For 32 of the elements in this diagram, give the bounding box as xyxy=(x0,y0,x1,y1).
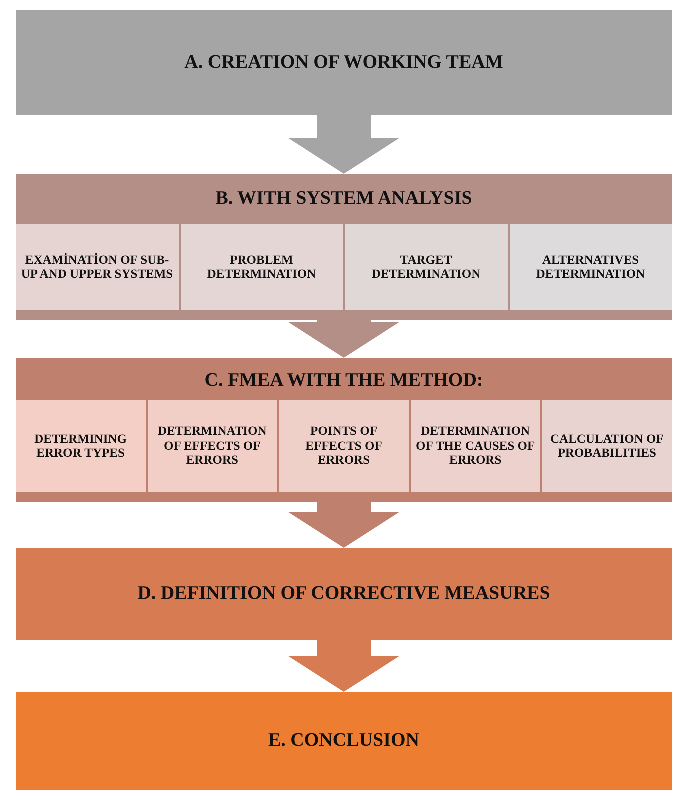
sub-step-box xyxy=(279,400,409,492)
step-title: D. DEFINITION OF CORRECTIVE MEASURES xyxy=(136,583,552,605)
sub-step-text: ALTERNATIVES DETERMINATION xyxy=(535,252,646,282)
block-arrow xyxy=(288,115,400,174)
sub-step-text: EXAMİNATİON OF SUB-UP AND UPPER SYSTEMS xyxy=(20,252,174,282)
block-arrow xyxy=(288,320,400,358)
step-band xyxy=(16,10,672,115)
step-title: C. FMEA WITH THE METHOD: xyxy=(204,370,484,392)
sub-step-box xyxy=(510,224,672,310)
step-band xyxy=(16,174,672,320)
sub-step-box xyxy=(542,400,672,492)
sub-step-text: DETERMINATION OF THE CAUSES OF ERRORS xyxy=(415,424,536,468)
sub-step-box xyxy=(16,224,178,310)
step-band xyxy=(16,692,672,790)
step-title: E. CONCLUSION xyxy=(268,730,420,752)
sub-step-box xyxy=(16,400,146,492)
sub-step-text: POINTS OF EFFECTS OF ERRORS xyxy=(304,424,384,468)
step-band xyxy=(16,358,672,502)
sub-step-text: DETERMINATION OF EFFECTS OF ERRORS xyxy=(156,424,268,468)
step-band xyxy=(16,548,672,640)
sub-step-box xyxy=(148,400,278,492)
sub-step-text: CALCULATION OF PROBABILITIES xyxy=(550,432,665,460)
step-title: B. WITH SYSTEM ANALYSIS xyxy=(214,188,474,210)
block-arrow xyxy=(288,502,400,548)
block-arrow xyxy=(288,640,400,692)
step-title: A. CREATION OF WORKING TEAM xyxy=(184,52,504,74)
sub-step-text: TARGET DETERMINATION xyxy=(370,252,482,282)
sub-step-box xyxy=(180,224,343,310)
sub-step-box xyxy=(410,400,540,492)
sub-step-box xyxy=(345,224,508,310)
sub-step-text: PROBLEM DETERMINATION xyxy=(206,252,318,282)
sub-step-text: DETERMINING ERROR TYPES xyxy=(34,432,128,460)
